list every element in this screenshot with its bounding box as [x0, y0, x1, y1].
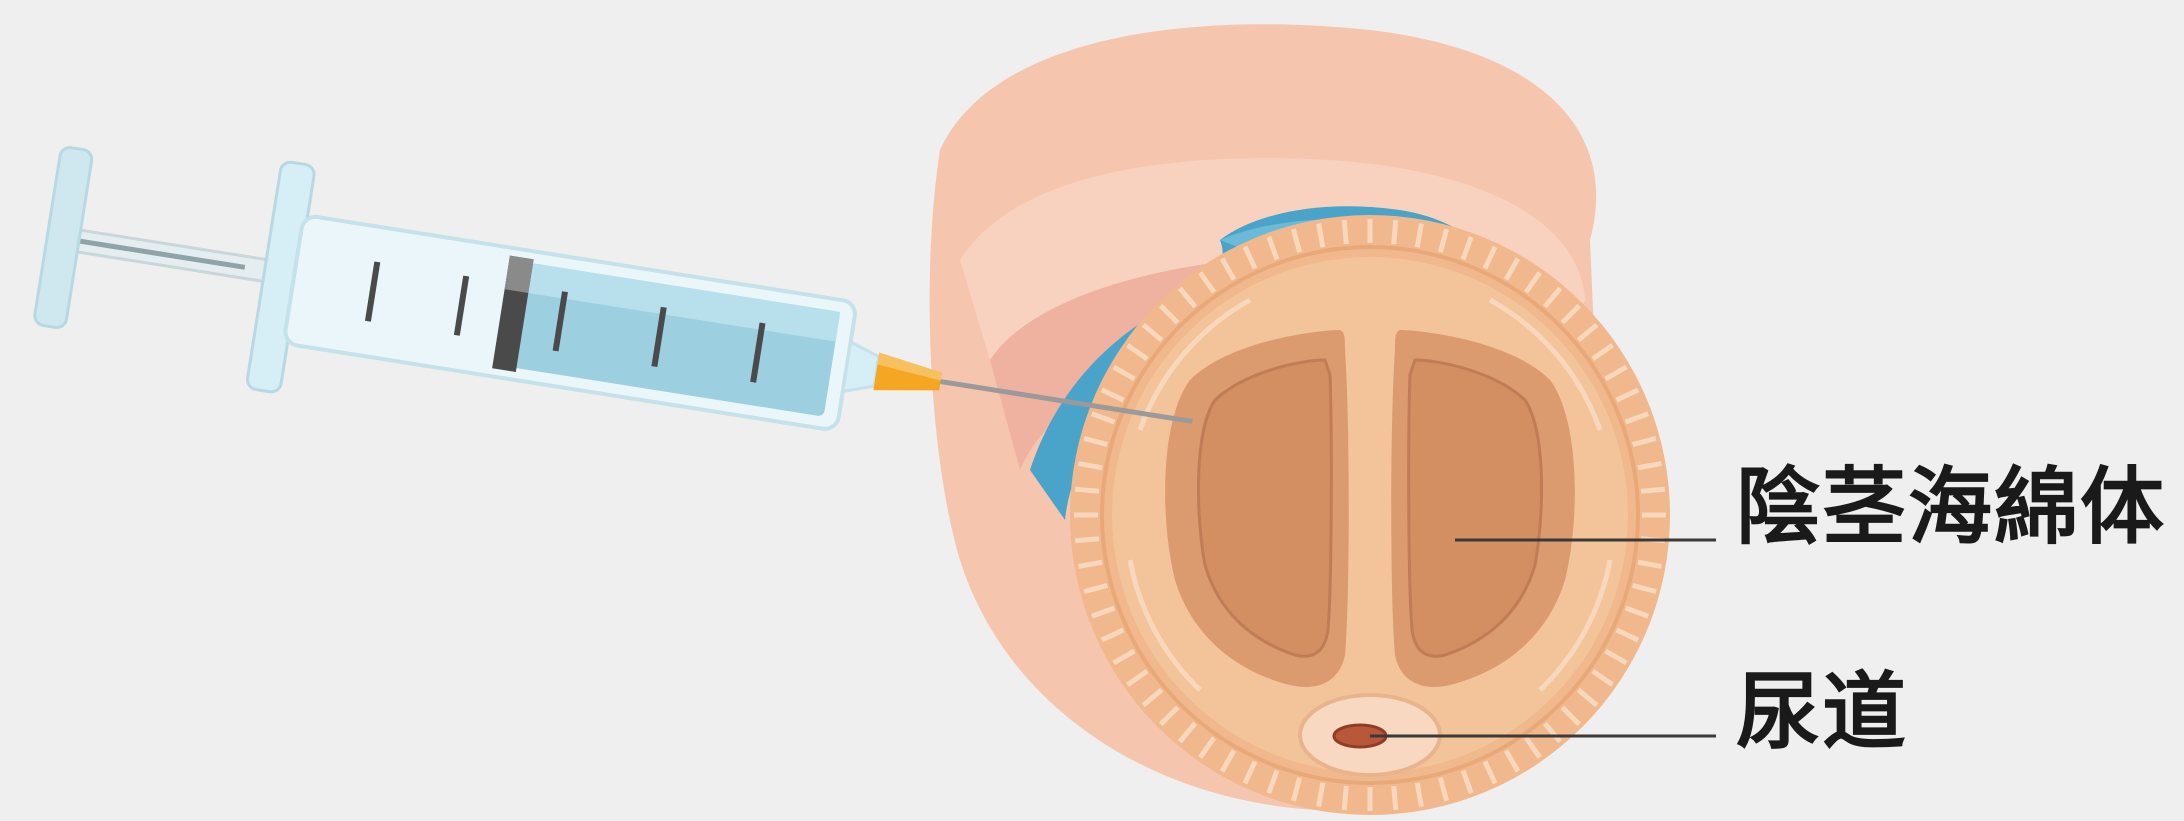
tunica-hatch-mark [1344, 220, 1346, 244]
label-corpus-cavernosum: 陰茎海綿体 [1736, 465, 2166, 549]
tunica-hatch-mark [1394, 220, 1396, 244]
label-urethra: 尿道 [1736, 670, 1908, 754]
tunica-hatch-mark [1075, 489, 1099, 491]
tunica-hatch-mark [1075, 539, 1099, 541]
tunica-hatch-mark [1394, 786, 1396, 810]
penis-cross-section [930, 24, 1670, 815]
tunica-hatch-mark [1641, 489, 1665, 491]
tunica-hatch-mark [1344, 786, 1346, 810]
